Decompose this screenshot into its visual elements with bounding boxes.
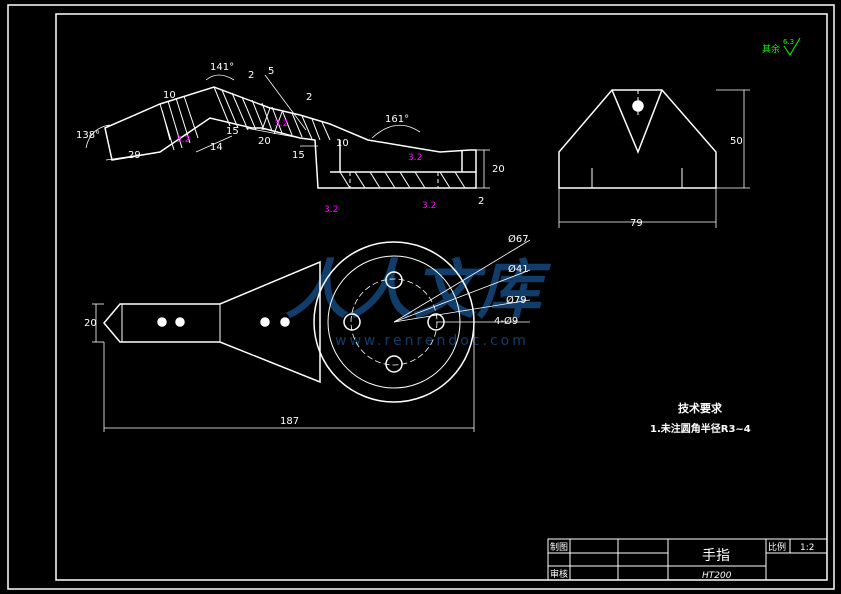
watermark-url: www.renrendoc.com [335, 333, 529, 349]
hole-top [385, 271, 403, 289]
roughness-other-value: 6.3 [783, 38, 794, 46]
roughness-2: 3.2 [324, 205, 338, 215]
roughness-3: 3.2 [422, 201, 436, 211]
roughness-symbol [783, 37, 801, 56]
dia-41: Ø41 [508, 263, 529, 275]
dim-50: 50 [730, 136, 743, 147]
angle-138: 138° [76, 130, 100, 141]
tech-title: 技术要求 [678, 401, 723, 415]
roughness-other-label: 其余 [762, 43, 780, 55]
outer-border [7, 4, 835, 590]
dia-79: Ø79 [506, 294, 527, 306]
dim-10b: 10 [336, 138, 349, 149]
leaders [92, 239, 531, 432]
title-block [547, 538, 828, 581]
dim-29: 29 [128, 150, 141, 161]
front-view-labels: Ø67 Ø41 Ø79 4-Ø9 20 187 [84, 233, 529, 427]
side-view [558, 89, 750, 228]
hole-left [343, 313, 361, 331]
dim-20-front: 20 [84, 318, 97, 329]
angle-161: 161° [385, 114, 409, 125]
dim-10a: 10 [163, 90, 176, 101]
dim-15a: 15 [226, 126, 239, 137]
top-view-labels: 138° 141° 161° 29 14 15 20 15 10 2 5 2 1… [76, 62, 505, 215]
tb-checked: 审核 [550, 568, 568, 580]
roughness-5: 3.2 [274, 119, 288, 129]
holes-4-9: 4-Ø9 [494, 315, 518, 327]
dim-20: 20 [258, 136, 271, 147]
dim-5: 5 [268, 66, 274, 77]
tb-drawn: 制图 [550, 541, 568, 553]
top-dim-lines [85, 74, 490, 189]
watermark: 人人文库 www.renrendoc.com [285, 254, 552, 349]
dim-187: 187 [280, 416, 299, 427]
roughness-4: 3.2 [408, 153, 422, 163]
front-view [92, 239, 531, 432]
dim-15b: 15 [292, 150, 305, 161]
shank-outline [103, 260, 321, 384]
roughness-other: 其余 6.3 [762, 37, 801, 56]
tb-scale-value: 1:2 [800, 543, 814, 553]
dim-20-right: 20 [492, 164, 505, 175]
inner-frame [55, 13, 828, 581]
tech-item-1: 1.未注圆角半径R3~4 [650, 422, 751, 435]
hole-bottom [385, 355, 403, 373]
tb-part-name: 手指 [702, 548, 730, 564]
watermark-text: 人人文库 [285, 254, 552, 328]
top-view [85, 74, 490, 189]
arm-outline [104, 86, 477, 189]
dim-2b: 2 [306, 92, 312, 103]
dim-14: 14 [210, 142, 223, 153]
v-groove [611, 89, 663, 155]
dia-67: Ø67 [508, 233, 529, 245]
dim-2a: 2 [248, 70, 254, 81]
hatch-sections [159, 86, 466, 189]
dim-2-right: 2 [478, 196, 484, 207]
angle-141: 141° [210, 62, 234, 73]
roughness-1: 3.2 [176, 135, 190, 145]
dim-79: 79 [630, 218, 643, 229]
tb-material: HT200 [702, 571, 732, 581]
tb-scale-label: 比例 [768, 541, 786, 553]
